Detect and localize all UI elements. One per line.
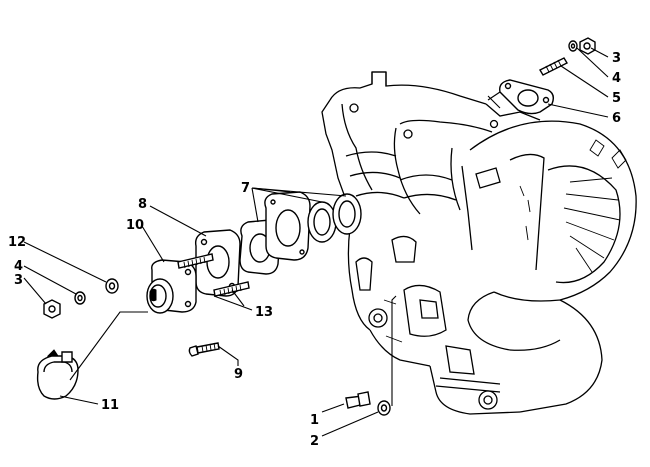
washer-left-12 [105,278,119,294]
nut-left [43,299,61,319]
callout-10: 10 [126,218,144,233]
intake-gasket-rear-1 [307,201,337,243]
hose-clamp [36,349,79,400]
callout-4-left: 4 [14,259,23,274]
screw-9 [188,342,220,357]
intake-gasket-rear-2 [332,193,362,235]
intake-flange [146,259,197,314]
nut-upper-right [579,37,596,55]
callout-11: 11 [101,398,119,413]
leader-lines [23,47,609,437]
intake-gasket-middle [264,191,311,261]
gasket-upper-right [499,79,555,115]
washer-upper-right [568,40,578,52]
fitting-1 [345,391,371,409]
callout-9: 9 [234,367,243,382]
engine-block [321,71,637,415]
callout-6: 6 [612,111,621,126]
callout-4-right: 4 [612,71,621,86]
callout-13: 13 [255,305,273,320]
stud-upper-right [539,57,568,76]
callout-3-left: 3 [14,273,23,288]
sealing-washer-2 [377,400,391,416]
callout-12: 12 [8,235,26,250]
lock-washer-left [74,291,86,305]
callout-5: 5 [612,91,621,106]
callout-1: 1 [310,413,319,428]
callout-2: 2 [310,434,319,449]
callout-7: 7 [241,181,250,196]
callout-3-right: 3 [612,51,621,66]
stud-flange-upper [177,253,214,269]
callout-8: 8 [138,197,147,212]
callout-labels: 3 4 5 6 7 8 10 12 4 3 13 9 11 1 2 [8,51,621,449]
